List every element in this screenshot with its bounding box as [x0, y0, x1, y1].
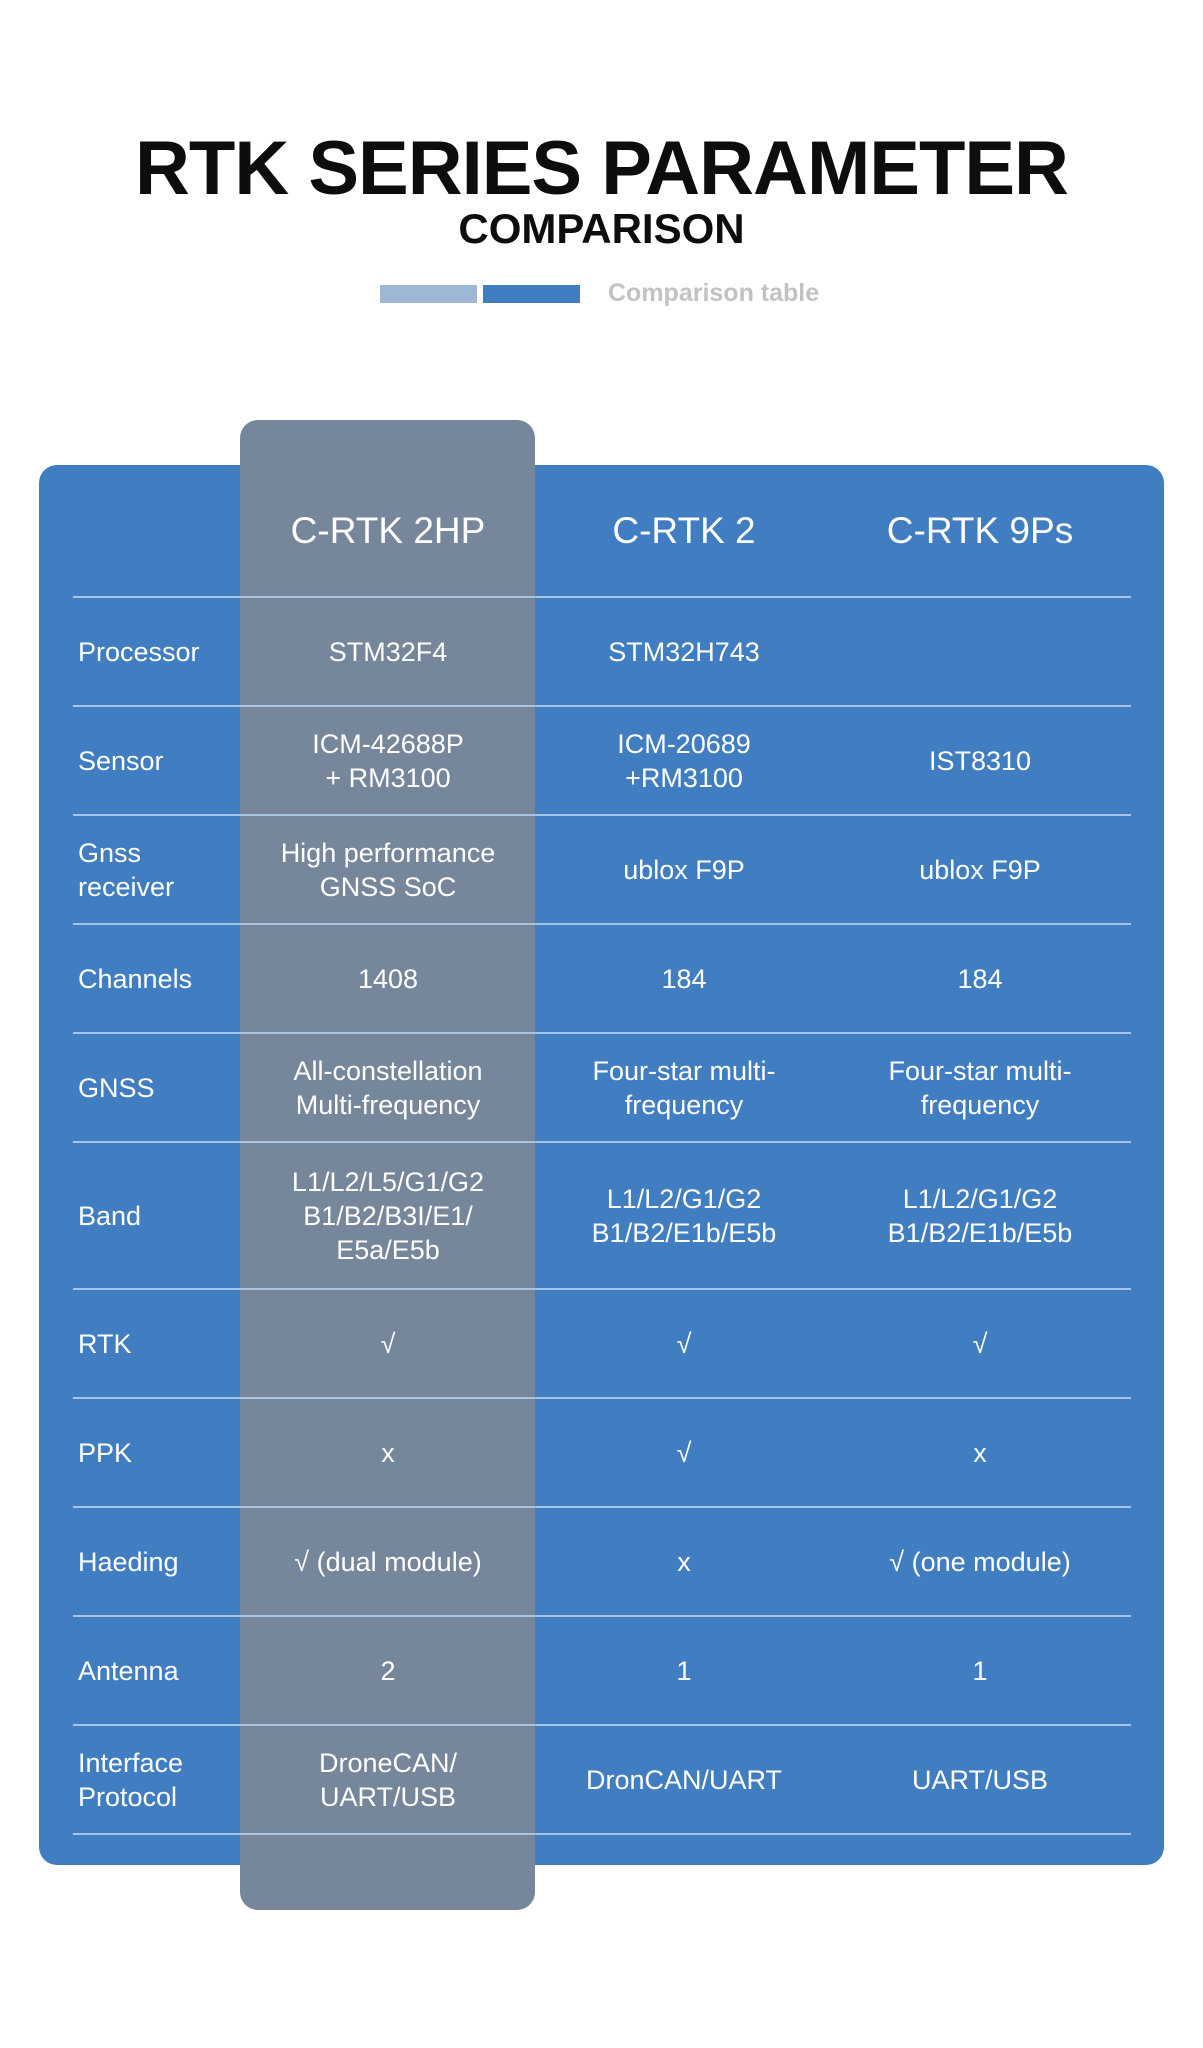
column-header: C-RTK 9Ps — [886, 510, 1074, 551]
table-cell: √ — [972, 1328, 988, 1359]
table-cell: L1/L2/L5/G1/G2 B1/B2/B3I/E1/ E5a/E5b — [291, 1166, 485, 1265]
row-label: Gnss receiver — [78, 837, 175, 902]
table-cell: High performance GNSS SoC — [280, 837, 496, 902]
table-cell: ublox F9P — [623, 854, 745, 885]
row-label: Haeding — [78, 1546, 179, 1577]
table-cell: IST8310 — [928, 745, 1032, 776]
comparison-table-panel — [39, 465, 1164, 1865]
table-cell: All-constellation Multi-frequency — [293, 1055, 483, 1120]
row-label: Channels — [78, 963, 193, 994]
table-cell: STM32F4 — [328, 636, 448, 667]
row-label: RTK — [78, 1328, 132, 1359]
table-cell: √ (dual module) — [294, 1546, 482, 1577]
table-cell: DronCAN/UART — [585, 1764, 783, 1795]
row-divider — [73, 1724, 1131, 1726]
column-header: C-RTK 2 — [612, 510, 756, 551]
row-label: Processor — [78, 636, 200, 667]
row-label: Interface Protocol — [78, 1747, 184, 1812]
row-divider — [73, 814, 1131, 816]
table-cell: Four-star multi- frequency — [888, 1055, 1072, 1120]
table-cell: x — [973, 1437, 987, 1468]
decor-bar-dark — [483, 285, 580, 303]
column-header: C-RTK 2HP — [290, 510, 486, 551]
table-cell: 2 — [380, 1655, 396, 1686]
decor-bar-light — [380, 285, 477, 303]
table-cell: ICM-20689 +RM3100 — [617, 728, 751, 793]
table-cell: x — [677, 1546, 691, 1577]
highlighted-column — [240, 420, 535, 1910]
table-cell: UART/USB — [911, 1764, 1049, 1795]
table-cell — [835, 597, 1125, 706]
row-divider — [73, 1141, 1131, 1143]
table-cell: STM32H743 — [608, 636, 760, 667]
table-cell: L1/L2/G1/G2 B1/B2/E1b/E5b — [591, 1183, 777, 1248]
row-divider — [73, 1288, 1131, 1290]
table-cell: 184 — [661, 963, 707, 994]
table-cell: √ — [676, 1437, 692, 1468]
row-divider — [73, 1833, 1131, 1835]
table-cell: L1/L2/G1/G2 B1/B2/E1b/E5b — [887, 1183, 1073, 1248]
table-cell: ublox F9P — [919, 854, 1041, 885]
row-divider — [73, 705, 1131, 707]
row-label: Band — [78, 1200, 142, 1231]
table-cell: 184 — [957, 963, 1003, 994]
row-divider — [73, 1032, 1131, 1034]
row-divider — [73, 1615, 1131, 1617]
table-cell: 1 — [676, 1655, 692, 1686]
table-cell: 1408 — [357, 963, 419, 994]
row-divider — [73, 1397, 1131, 1399]
table-cell: ICM-42688P + RM3100 — [312, 728, 464, 793]
page-subtitle: COMPARISON — [458, 205, 745, 252]
row-label: PPK — [78, 1437, 133, 1468]
row-label: Sensor — [78, 745, 164, 776]
section-caption: Comparison table — [608, 279, 820, 307]
table-cell: √ — [676, 1328, 692, 1359]
table-cell: √ — [380, 1328, 396, 1359]
row-label: Antenna — [78, 1655, 179, 1686]
table-cell: DroneCAN/ UART/USB — [318, 1747, 458, 1812]
row-divider — [73, 596, 1131, 598]
table-cell: √ (one module) — [889, 1546, 1071, 1577]
row-divider — [73, 923, 1131, 925]
row-divider — [73, 1506, 1131, 1508]
page-title: RTK SERIES PARAMETER — [135, 126, 1069, 211]
row-label: GNSS — [78, 1072, 155, 1103]
table-cell: 1 — [972, 1655, 988, 1686]
table-cell: Four-star multi- frequency — [592, 1055, 776, 1120]
table-cell: x — [381, 1437, 395, 1468]
